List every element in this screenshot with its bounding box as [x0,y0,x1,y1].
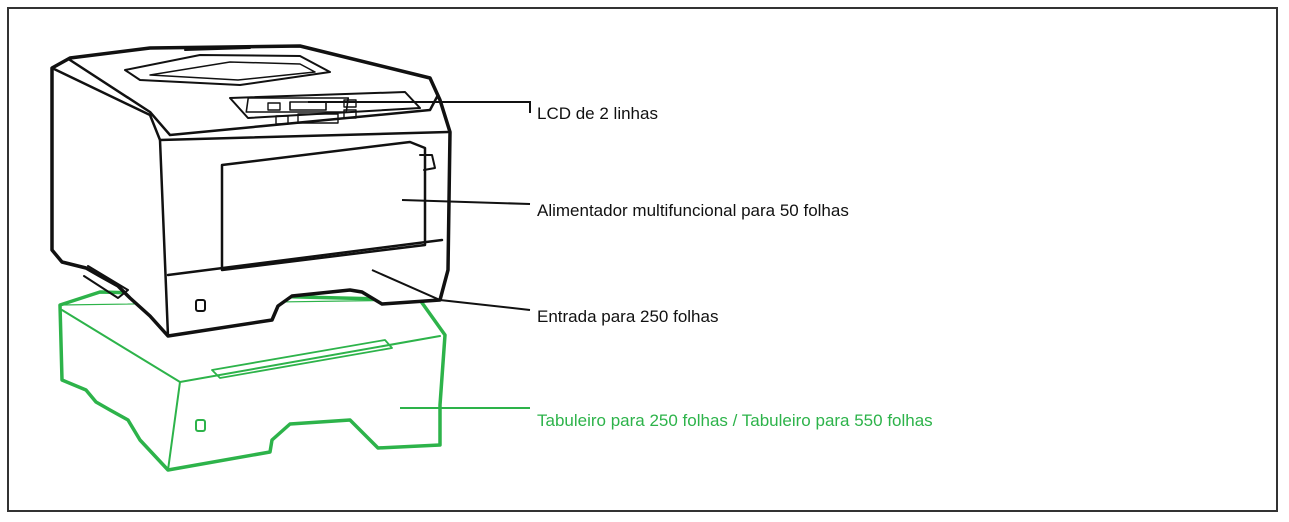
leader-lines [308,101,531,409]
callout-lcd: LCD de 2 linhas [537,104,658,123]
leader-lcd [308,101,531,113]
callout-standard-tray: Entrada para 250 folhas [537,307,719,326]
printer-drawing [50,44,452,338]
callout-multipurpose-feeder: Alimentador multifuncional para 50 folha… [537,201,849,220]
leader-mpf [401,199,531,205]
leader-tray [371,269,531,311]
callout-optional-tray: Tabuleiro para 250 folhas / Tabuleiro pa… [537,411,933,430]
